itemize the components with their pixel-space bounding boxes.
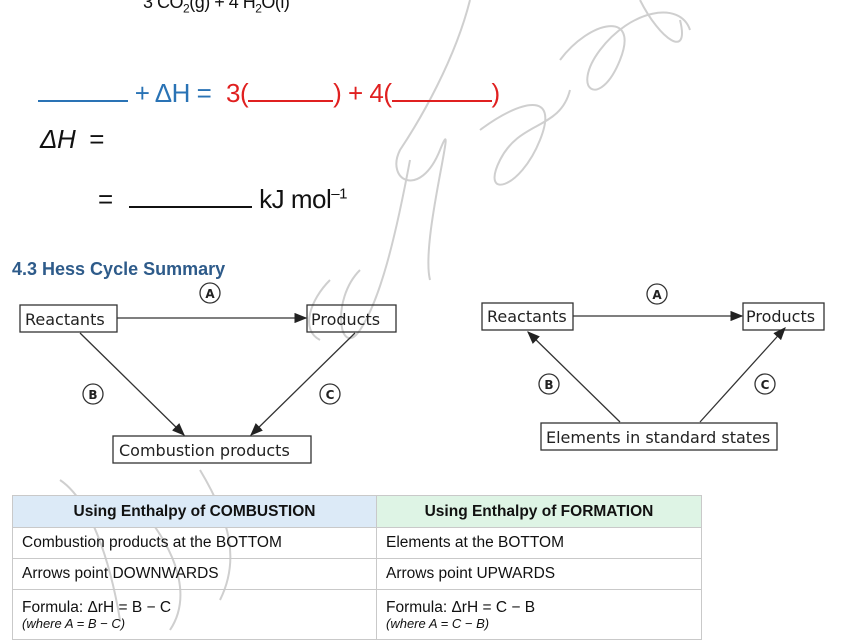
result-line: = kJ mol–1 [98,184,347,214]
box-elements [540,422,778,451]
blank-h2o[interactable] [391,78,492,102]
table-row: Combustion products at the BOTTOM Elemen… [12,527,702,559]
section-heading: 4.3 Hess Cycle Summary [12,259,226,279]
svg-text:Combustion products: Combustion products [119,441,290,460]
svg-text:Products: Products [746,307,815,326]
arrow-c-2 [699,327,786,423]
svg-text:Products: Products [311,310,380,329]
svg-text:A: A [652,288,662,302]
table-header-row: Using Enthalpy of COMBUSTION Using Entha… [12,495,702,528]
table-row-formula: Formula: ΔrH = B − C(where A = B − C) Fo… [12,589,702,640]
arrow-b-1 [79,332,185,436]
svg-text:Reactants: Reactants [25,310,105,329]
svg-text:Elements in standard states: Elements in standard states [546,428,770,447]
dh-label: ΔH= [40,124,104,154]
blank-co2[interactable] [248,78,334,102]
blank-answer[interactable] [129,184,253,208]
box-combustion-products [112,435,312,464]
svg-text:C: C [326,388,335,402]
table-row: Arrows point DOWNWARDS Arrows point UPWA… [12,558,702,590]
hess-equation-line: + ΔH = 3() + 4() [38,78,500,109]
svg-text:B: B [88,388,97,402]
equation-products: 3 CO2(g) + 4 H2O(l) [143,0,290,16]
blank-reactants[interactable] [38,78,128,102]
svg-text:Reactants: Reactants [487,307,567,326]
svg-text:A: A [205,287,215,301]
arrow-b-2 [527,331,621,423]
svg-text:B: B [544,378,553,392]
svg-text:C: C [761,378,770,392]
arrow-c-1 [250,332,356,436]
hess-summary-table: Using Enthalpy of COMBUSTION Using Entha… [12,495,702,640]
